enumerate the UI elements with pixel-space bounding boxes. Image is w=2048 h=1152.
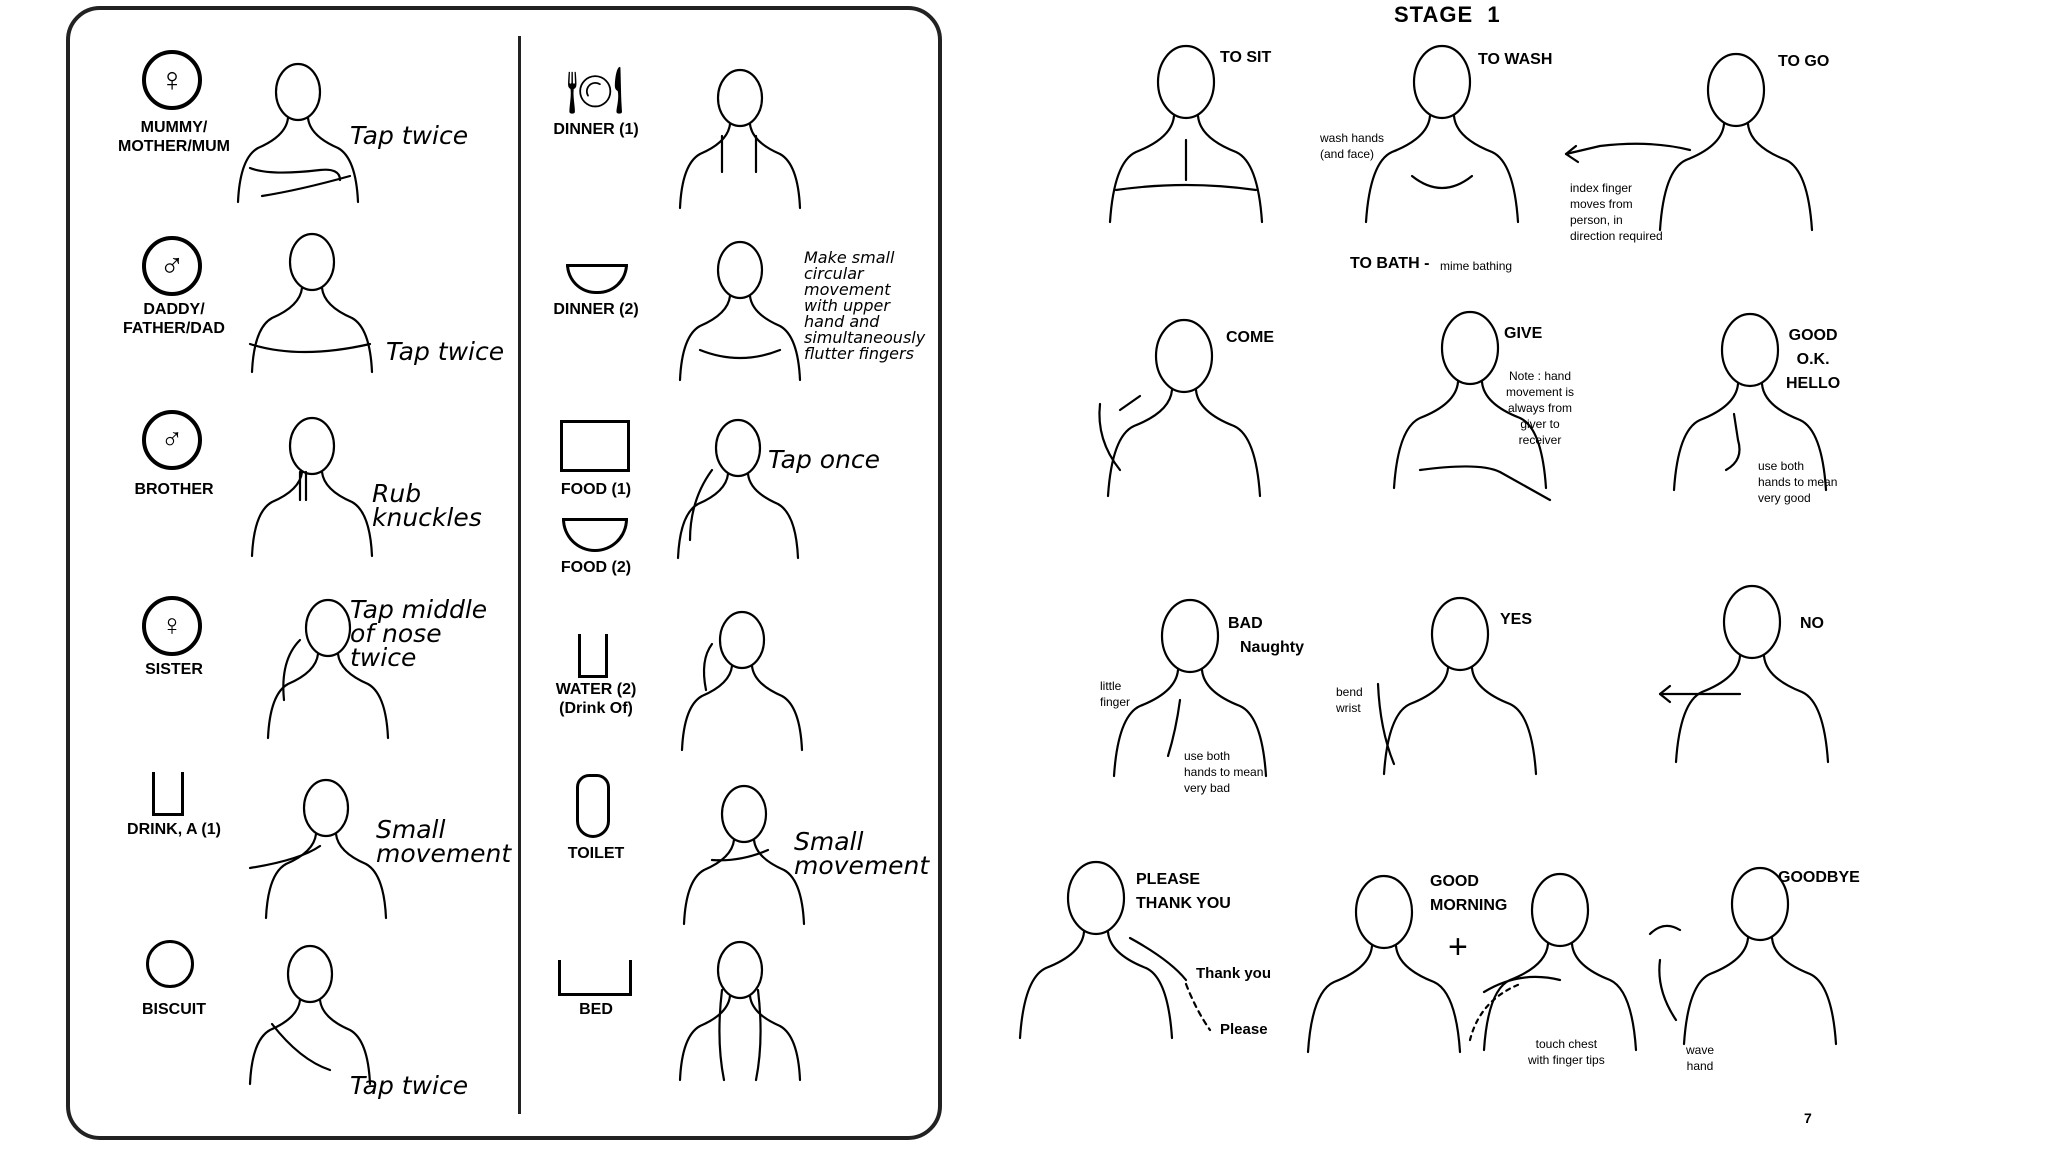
sister-symbol-icon: ♀ xyxy=(142,596,202,656)
toilet-instruction: Small movement xyxy=(794,827,930,880)
figure-goodbye xyxy=(1648,866,1838,1046)
to-sit-label: TO SIT xyxy=(1220,49,1272,66)
figure-to-sit xyxy=(1108,44,1264,224)
daddy-instruction: Tap twice xyxy=(386,337,505,366)
figure-mummy xyxy=(236,62,360,204)
drink-symbol-label: DRINK, A (1) xyxy=(127,821,221,838)
food1-symbol-icon xyxy=(560,420,630,472)
good-note: use both hands to mean very good xyxy=(1758,459,1838,505)
mummy-symbol-label: MUMMY/ MOTHER/MUM xyxy=(118,119,230,155)
thank-you-label: Thank you xyxy=(1196,965,1272,982)
wave-hand-note: wave hand xyxy=(1686,1043,1715,1073)
give-note: Note : hand movement is always from give… xyxy=(1506,369,1575,447)
page-title: STAGE 1 xyxy=(1394,2,1501,27)
figure-no xyxy=(1658,584,1830,764)
wash-note: wash hands (and face) xyxy=(1320,131,1385,161)
to-go-label: TO GO xyxy=(1778,53,1830,70)
dinner1-symbol-icon: 🍽 xyxy=(565,64,625,116)
column-divider xyxy=(518,36,521,1114)
biscuit-instruction: Tap twice xyxy=(350,1071,469,1100)
good-morning-label: GOOD MORNING xyxy=(1430,873,1508,914)
figure-daddy xyxy=(248,232,374,374)
brother-symbol-icon: ♂ xyxy=(142,410,202,470)
daddy-symbol-label: DADDY/ FATHER/DAD xyxy=(123,301,225,337)
bed-symbol-icon xyxy=(558,960,632,996)
figure-bad xyxy=(1112,598,1268,778)
food1-symbol-label: FOOD (1) xyxy=(560,481,632,498)
figure-yes xyxy=(1376,596,1538,776)
please-label: PLEASE THANK YOU xyxy=(1136,871,1231,912)
figure-good-morning xyxy=(1306,872,1638,1054)
bad-label: BAD xyxy=(1228,615,1263,632)
plus-sign: + xyxy=(1448,928,1468,966)
touch-chest-note: touch chest with finger tips xyxy=(1528,1037,1605,1067)
figure-give xyxy=(1392,310,1552,502)
water-symbol-label: WATER (2) (Drink Of) xyxy=(555,681,637,717)
to-bath-label: TO BATH - xyxy=(1350,255,1430,272)
to-wash-label: TO WASH xyxy=(1478,51,1553,68)
figure-to-go xyxy=(1564,52,1814,232)
sister-symbol-label: SISTER xyxy=(145,661,203,678)
figure-food xyxy=(676,418,800,560)
bad-note-finger: little finger xyxy=(1100,679,1131,709)
daddy-symbol-icon: ♂ xyxy=(142,236,202,296)
drink-instruction: Small movement xyxy=(376,815,512,868)
figure-please xyxy=(1018,860,1212,1040)
page-number: 7 xyxy=(1804,1110,1812,1126)
drink-symbol-icon xyxy=(152,772,184,816)
figure-good xyxy=(1672,312,1828,492)
figure-to-wash xyxy=(1364,44,1520,224)
naughty-label: Naughty xyxy=(1240,639,1304,656)
yes-label: YES xyxy=(1500,611,1533,628)
please-small-label: Please xyxy=(1220,1021,1268,1038)
figure-dinner1 xyxy=(678,68,802,210)
come-label: COME xyxy=(1226,329,1274,346)
biscuit-symbol-icon xyxy=(146,940,194,988)
to-bath-note: mime bathing xyxy=(1440,259,1513,273)
toilet-symbol-label: TOILET xyxy=(567,845,625,862)
give-label: GIVE xyxy=(1504,325,1543,342)
bed-symbol-label: BED xyxy=(579,1001,613,1018)
mummy-instruction: Tap twice xyxy=(350,121,469,150)
no-label: NO xyxy=(1800,615,1824,632)
good-label: GOOD O.K. HELLO xyxy=(1786,327,1841,392)
brother-instruction: Rub knuckles xyxy=(372,479,482,532)
water-symbol-icon xyxy=(578,634,608,678)
figure-come xyxy=(1098,318,1262,498)
biscuit-symbol-label: BISCUIT xyxy=(142,1001,206,1018)
figure-water xyxy=(680,610,804,752)
sister-instruction: Tap middle of nose twice xyxy=(350,595,488,672)
goodbye-label: GOODBYE xyxy=(1778,869,1860,886)
food1-instruction: Tap once xyxy=(768,445,881,474)
mummy-symbol-icon: ♀ xyxy=(142,50,202,110)
figure-biscuit xyxy=(248,944,372,1086)
left-chart-panel xyxy=(66,6,942,1140)
toilet-symbol-icon xyxy=(576,774,610,838)
yes-note: bend wrist xyxy=(1336,685,1363,715)
figure-dinner2 xyxy=(678,240,802,382)
food2-symbol-label: FOOD (2) xyxy=(560,559,632,576)
brother-symbol-label: BROTHER xyxy=(134,481,214,498)
dinner2-instruction: Make small circular movement with upper … xyxy=(804,248,926,363)
figure-toilet xyxy=(682,784,806,926)
dinner2-symbol-label: DINNER (2) xyxy=(553,301,639,318)
bad-note-both: use both hands to mean very bad xyxy=(1184,749,1264,795)
figure-sister xyxy=(266,598,390,740)
to-go-note: index finger moves from person, in direc… xyxy=(1570,181,1663,243)
dinner1-symbol-label: DINNER (1) xyxy=(553,121,639,138)
figure-drink xyxy=(248,778,388,920)
figure-brother xyxy=(250,416,374,558)
figure-bed xyxy=(678,940,802,1082)
